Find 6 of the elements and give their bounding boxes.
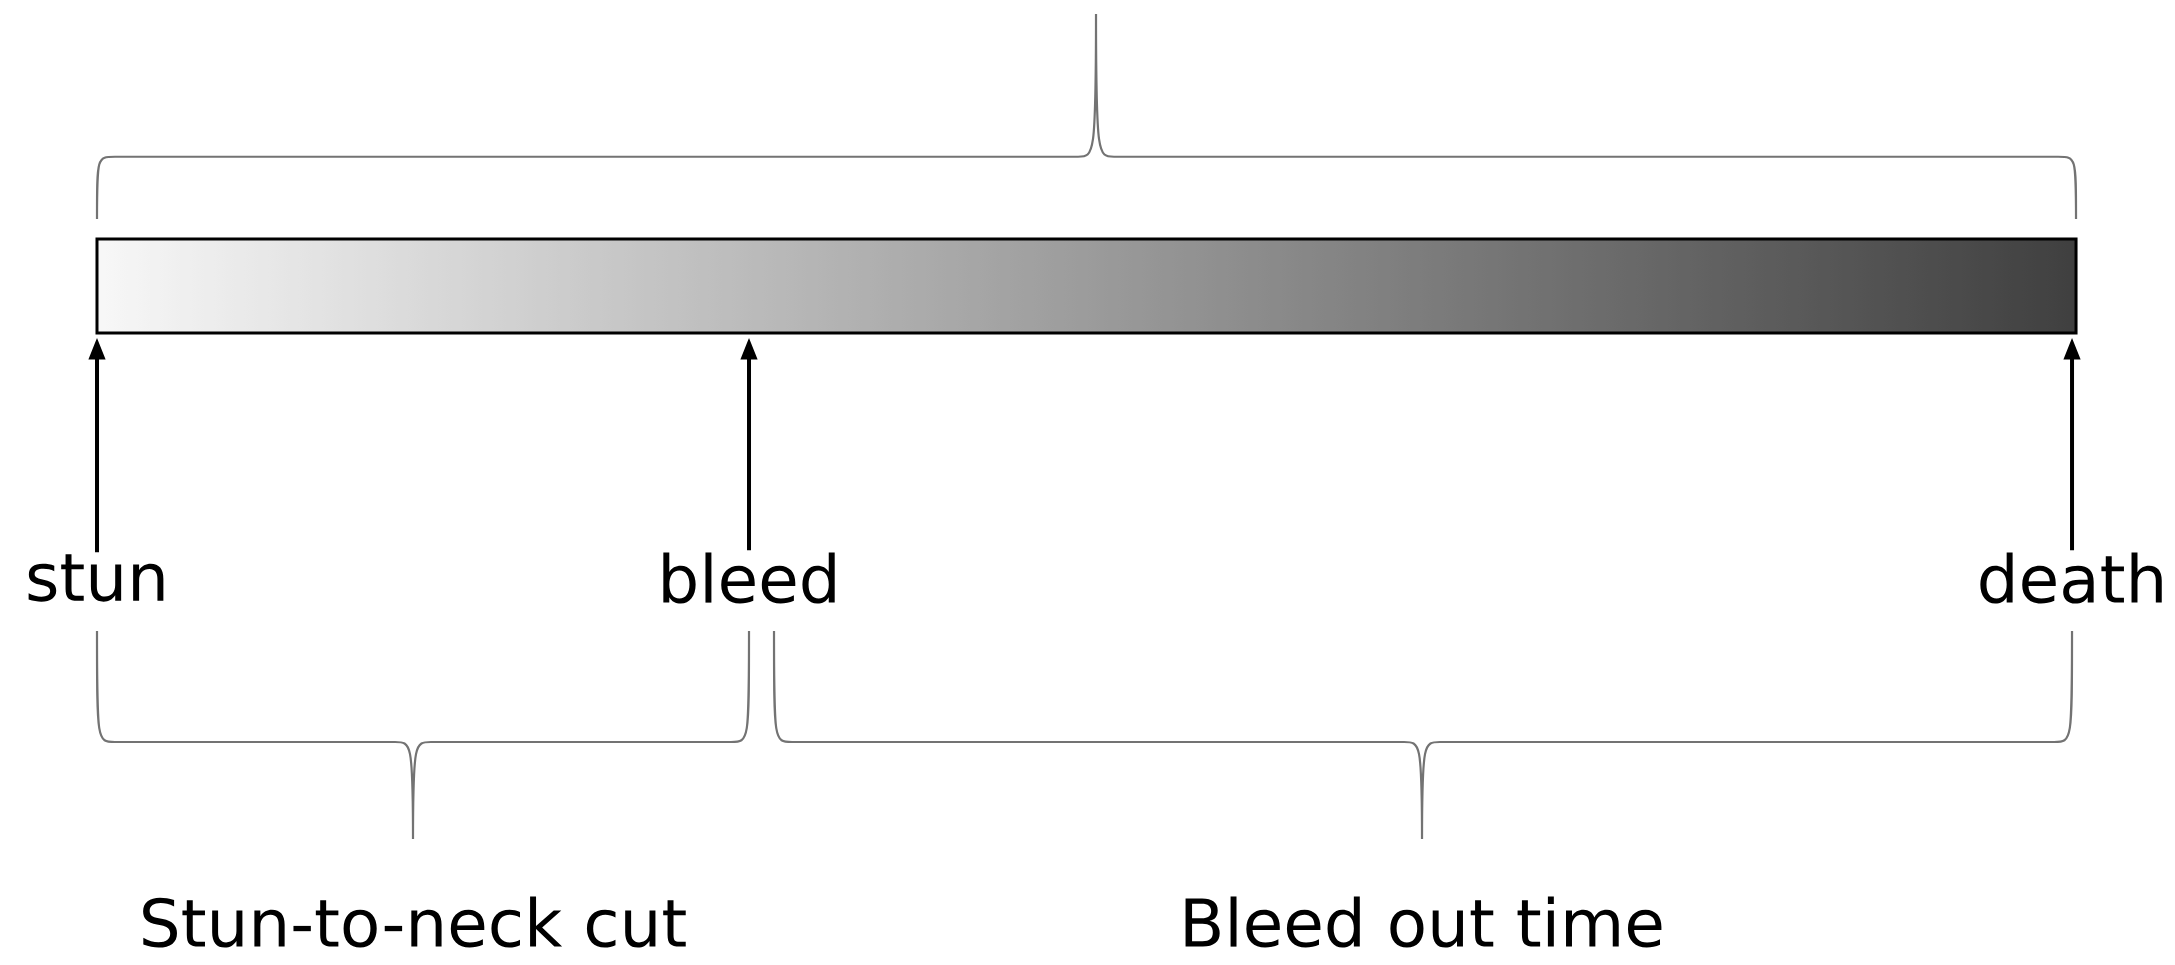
event-label: death: [1980, 552, 2162, 604]
event-label: stun: [28, 554, 164, 602]
brace-label: Bleed out time: [1185, 896, 1662, 948]
event-label: bleed: [663, 552, 835, 604]
brace-label: Stun-to-neck cut: [143, 896, 686, 948]
gradient-bar: [95, 237, 2078, 335]
